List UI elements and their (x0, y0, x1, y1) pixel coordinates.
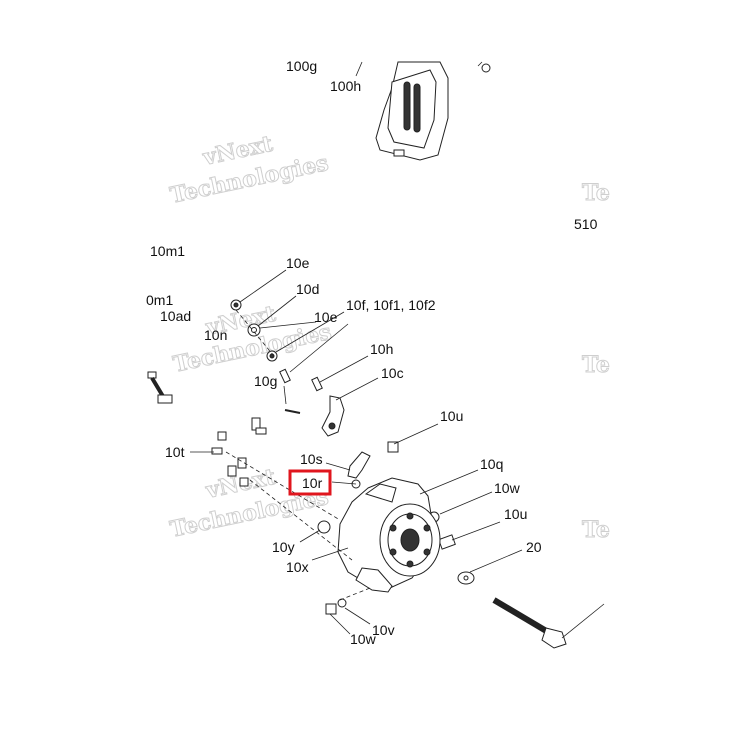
callout-510: 510 (574, 216, 598, 232)
callout-10r: 10r (302, 475, 323, 491)
watermark-edge: Te (582, 517, 610, 543)
long-bolt-left-part (147, 371, 173, 404)
callout-10t: 10t (165, 444, 185, 460)
callout-10ad: 10ad (160, 308, 191, 324)
callout-10w: 10w (494, 480, 521, 496)
callout-10n: 10n (204, 327, 227, 343)
bracket-100h-part (375, 61, 491, 161)
callout-10d: 10d (296, 281, 319, 297)
callout-10u: 10u (504, 506, 527, 522)
assembly-centerlines (225, 309, 371, 601)
callout-labels: 100g 100h 510 10m1 0m1 10ad 10e 10d 10f,… (146, 58, 598, 647)
callout-10e: 10e (314, 309, 338, 325)
callout-10u: 10u (440, 408, 463, 424)
callout-10h: 10h (370, 341, 393, 357)
callout-10f-10f1-10f2: 10f, 10f1, 10f2 (346, 297, 436, 313)
callout-10g: 10g (254, 373, 277, 389)
watermark-edge: Te (582, 180, 610, 206)
callout-10m1: 10m1 (150, 243, 185, 259)
callout-100g: 100g (286, 58, 317, 74)
callout-0m1: 0m1 (146, 292, 173, 308)
callout-10v: 10v (372, 622, 395, 638)
callout-leaders (190, 61, 523, 635)
callout-10y: 10y (272, 539, 295, 555)
callout-10x: 10x (286, 559, 309, 575)
callout-10q: 10q (480, 456, 503, 472)
axle-bolt-20-part (492, 597, 605, 649)
highlight-box-10r (288, 469, 332, 496)
callout-10s: 10s (300, 451, 323, 467)
hub-knuckle-assembly (337, 477, 441, 593)
watermark-edge: Te (582, 352, 610, 378)
callout-20: 20 (526, 539, 542, 555)
callout-100h: 100h (330, 78, 361, 94)
callout-10w: 10w (350, 631, 377, 647)
callout-10c: 10c (381, 365, 404, 381)
callout-10e: 10e (286, 255, 310, 271)
